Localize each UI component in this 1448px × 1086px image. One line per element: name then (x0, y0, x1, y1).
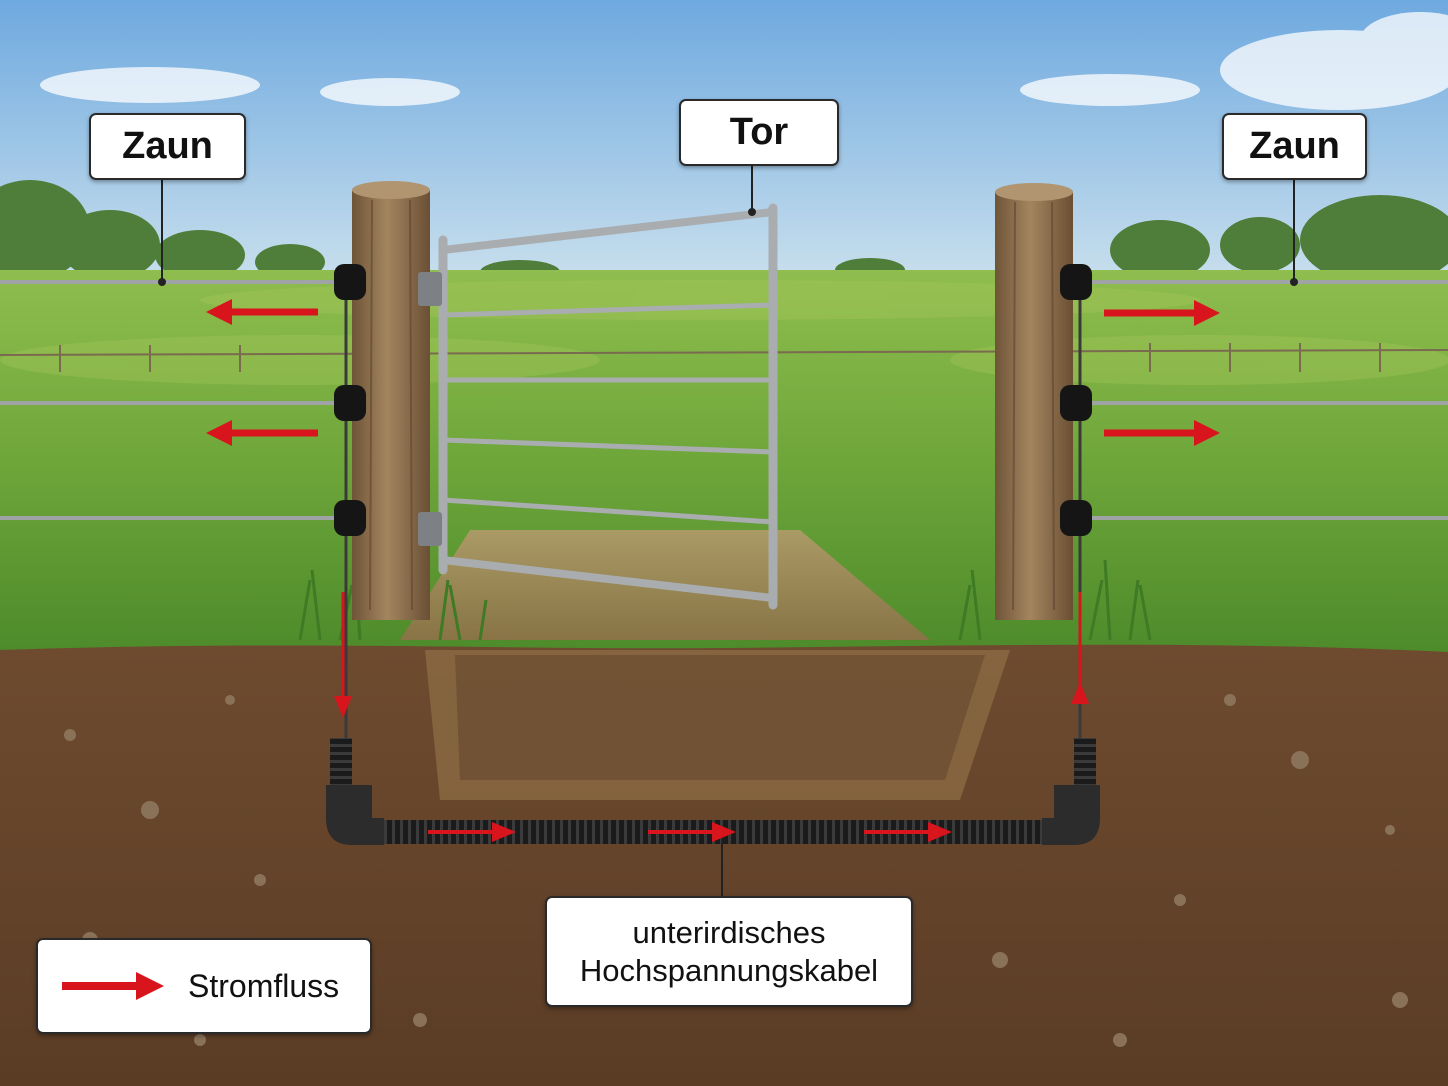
fence-label-left: Zaun (89, 113, 246, 180)
cable-label: unterirdisches Hochspannungskabel (545, 896, 913, 1007)
flow-arrow-right-middle (1104, 420, 1220, 446)
cable-label-line1: unterirdisches (632, 914, 826, 950)
clouds (40, 12, 1448, 110)
cable-label-line2: Hochspannungskabel (579, 952, 879, 988)
left-post (352, 181, 430, 620)
flow-arrow-left-top (206, 299, 318, 325)
current-flow-arrows (206, 299, 1220, 842)
flow-arrow-cable-1 (428, 822, 516, 842)
fence-wires (0, 280, 1448, 520)
gate-hinges (418, 272, 442, 546)
flow-arrow-cable-3 (864, 822, 952, 842)
fence-label-right-text: Zaun (1249, 125, 1340, 167)
fence-label-right: Zaun (1222, 113, 1367, 180)
leader-lines (158, 164, 1298, 898)
red-right-arrow-icon (62, 972, 164, 1000)
gate-label-text: Tor (729, 111, 789, 153)
metal-gate (438, 203, 778, 610)
gate-label: Tor (679, 99, 839, 166)
flow-arrow-right-top (1104, 300, 1220, 326)
fence-label-left-text: Zaun (122, 125, 213, 167)
flow-arrow-cable-2 (648, 822, 736, 842)
legend-label: Stromfluss (188, 967, 340, 1004)
insulator-icon (334, 264, 1092, 536)
meadow-texture (0, 280, 1448, 385)
flow-arrow-up-right (1071, 592, 1089, 704)
distant-fence (0, 343, 1448, 372)
legend: Stromfluss (36, 938, 372, 1034)
trench-inner (455, 655, 985, 780)
flow-arrow-left-middle (206, 420, 318, 446)
flow-arrow-down-left (334, 592, 352, 718)
